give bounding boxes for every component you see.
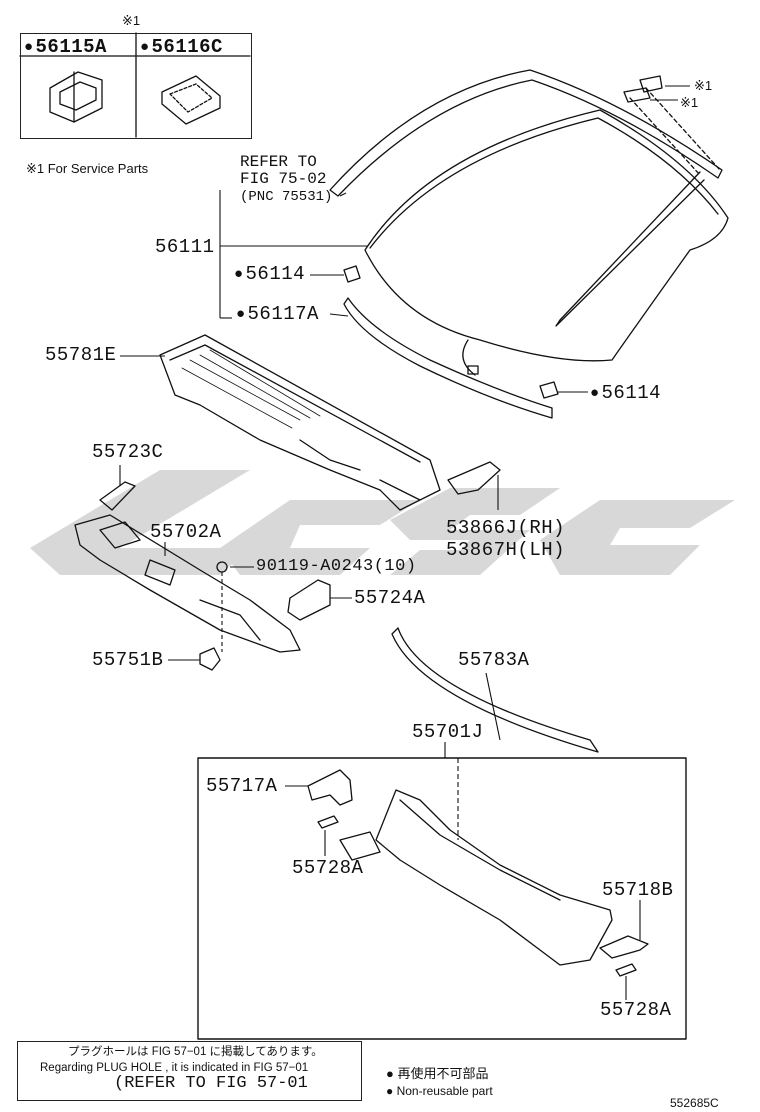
part-90119-A0243[interactable]: 90119-A0243(10) <box>256 557 417 576</box>
part-53866J[interactable]: 53866J(RH) <box>446 517 566 539</box>
part-56116C[interactable]: ●56116C <box>140 37 223 58</box>
part-number: 56117A <box>247 303 319 325</box>
part-number: 56115A <box>35 36 107 58</box>
service-parts-note: ※1 For Service Parts <box>26 161 149 176</box>
non-reusable-dot-icon: ● <box>386 1084 397 1098</box>
non-reusable-dot-icon: ● <box>590 385 600 402</box>
figure-id: 552685C <box>670 1096 719 1110</box>
refer-line-2[interactable]: FIG 75-02 <box>240 170 327 188</box>
part-56114-lower[interactable]: ●56114 <box>590 383 661 404</box>
plug-note-jp: プラグホールは FIG 57−01 に掲載してあります。 <box>68 1046 323 1058</box>
service-mark-2: ※1 <box>680 95 699 110</box>
part-number: 56114 <box>245 263 306 285</box>
non-reusable-dot-icon: ● <box>386 1066 398 1081</box>
part-55783A[interactable]: 55783A <box>458 649 530 671</box>
non-reusable-dot-icon: ● <box>140 39 150 56</box>
part-55751B[interactable]: 55751B <box>92 649 164 671</box>
plug-hole-note-box <box>17 1041 362 1101</box>
plug-note-en: Regarding PLUG HOLE , it is indicated in… <box>40 1062 309 1074</box>
part-56114-upper[interactable]: ●56114 <box>234 264 305 285</box>
service-parts-box <box>20 33 252 139</box>
part-56111[interactable]: 56111 <box>155 236 215 258</box>
non-reusable-dot-icon: ● <box>24 39 34 56</box>
legend-jp: ● 再使用不可部品 <box>386 1067 488 1081</box>
part-55728A-right[interactable]: 55728A <box>600 999 672 1021</box>
legend-jp-text: 再使用不可部品 <box>397 1066 489 1081</box>
part-55728A-left[interactable]: 55728A <box>292 857 364 879</box>
part-55702A[interactable]: 55702A <box>150 521 222 543</box>
service-box-mark: ※1 <box>122 13 141 28</box>
non-reusable-dot-icon: ● <box>236 306 246 323</box>
part-55701J[interactable]: 55701J <box>412 721 484 743</box>
part-55781E[interactable]: 55781E <box>45 344 117 366</box>
part-number: 56116C <box>151 36 223 58</box>
service-mark-1: ※1 <box>694 78 713 93</box>
part-56117A[interactable]: ●56117A <box>236 304 319 325</box>
refer-line-1: REFER TO <box>240 153 317 171</box>
part-55717A[interactable]: 55717A <box>206 775 278 797</box>
part-55724A[interactable]: 55724A <box>354 587 426 609</box>
plug-note-refer[interactable]: (REFER TO FIG 57-01 <box>114 1074 308 1093</box>
non-reusable-dot-icon: ● <box>234 266 244 283</box>
refer-line-3: (PNC 75531) <box>240 189 333 205</box>
part-53867H[interactable]: 53867H(LH) <box>446 539 566 561</box>
part-number: 56114 <box>601 382 662 404</box>
part-55718B[interactable]: 55718B <box>602 879 674 901</box>
legend-en: ● Non-reusable part <box>386 1084 493 1098</box>
legend-en-text: Non-reusable part <box>396 1084 493 1098</box>
part-55723C[interactable]: 55723C <box>92 441 164 463</box>
part-56115A[interactable]: ●56115A <box>24 37 107 58</box>
